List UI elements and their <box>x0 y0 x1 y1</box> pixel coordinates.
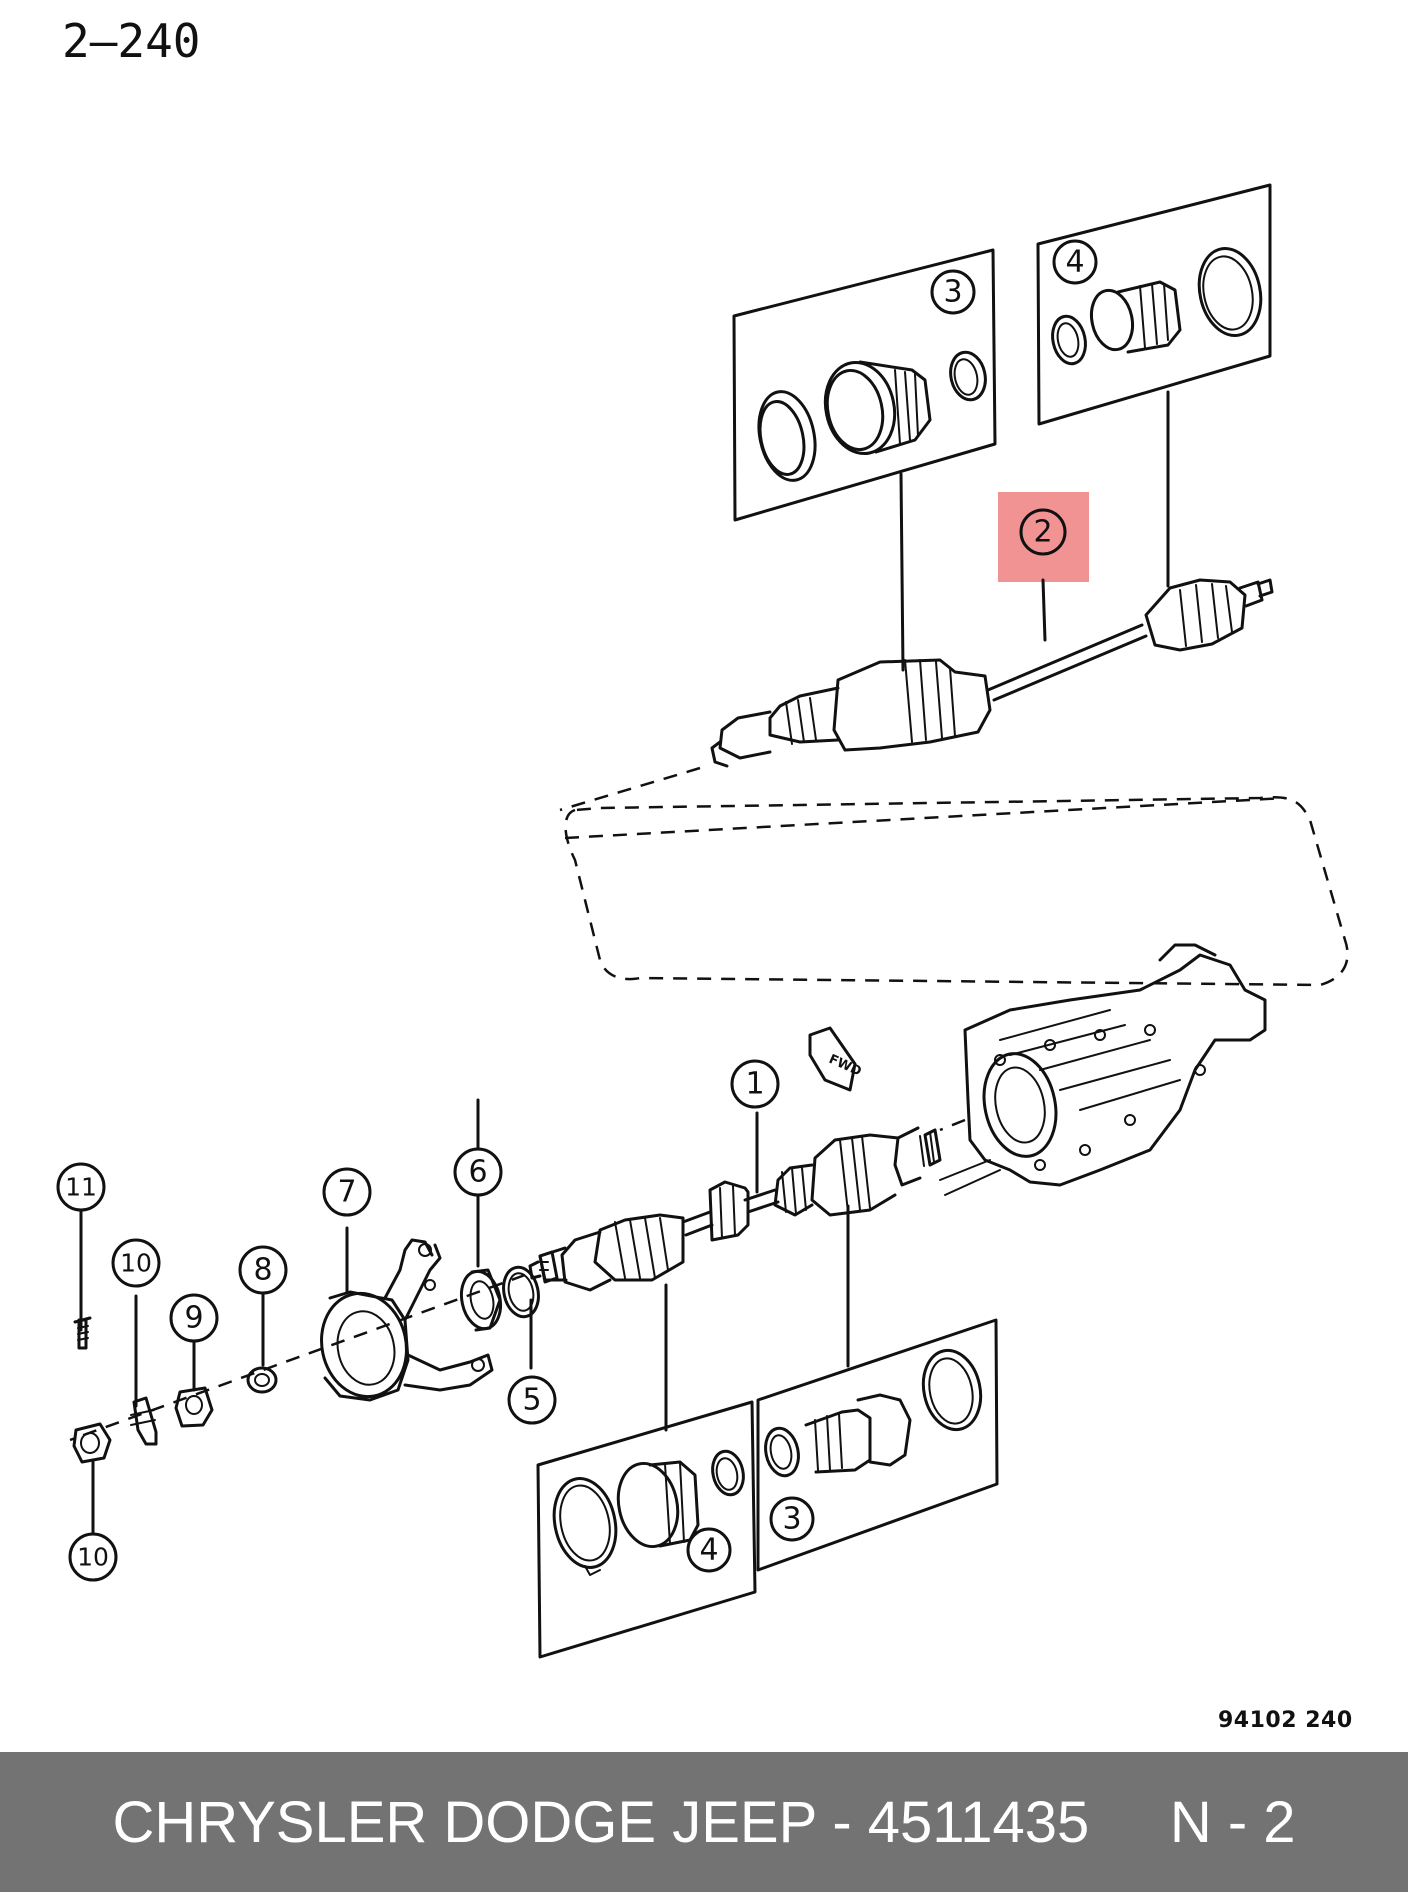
callout-10-upper-label: 10 <box>120 1249 152 1278</box>
callout-10-upper: 10 <box>111 1238 161 1288</box>
callout-8-label: 8 <box>253 1253 272 1288</box>
caption-bar: CHRYSLER DODGE JEEP - 4511435 N - 2 <box>0 1752 1408 1892</box>
callout-6: 6 <box>453 1147 503 1197</box>
highlight-box <box>998 492 1089 582</box>
callout-4-lower-label: 4 <box>699 1533 718 1568</box>
callout-5: 5 <box>507 1375 557 1425</box>
callout-7: 7 <box>322 1167 372 1217</box>
nut-9 <box>174 1386 214 1428</box>
callout-1-label: 1 <box>745 1067 764 1102</box>
kit-panel-3-lower <box>756 1318 999 1572</box>
callout-3-upper-label: 3 <box>943 275 962 310</box>
callout-10-lower-label: 10 <box>77 1543 109 1572</box>
bolt-11 <box>73 1316 92 1350</box>
callout-2: 2 <box>1019 508 1067 556</box>
callout-9-label: 9 <box>184 1301 203 1336</box>
caption-brand: CHRYSLER DODGE JEEP <box>112 1789 817 1855</box>
caption-text: CHRYSLER DODGE JEEP - 4511435 N - 2 <box>112 1789 1295 1856</box>
washer-8 <box>246 1366 278 1394</box>
callout-2-label: 2 <box>1033 515 1052 550</box>
callout-4-upper: 4 <box>1052 239 1098 285</box>
callout-3-lower: 3 <box>769 1496 815 1542</box>
callout-11-label: 11 <box>65 1173 97 1202</box>
caption-part-number: 4511435 <box>867 1789 1090 1855</box>
callout-6-label: 6 <box>468 1155 487 1190</box>
caption-separator: - <box>816 1789 868 1855</box>
callout-4-lower: 4 <box>686 1527 732 1573</box>
washer-6 <box>459 1268 503 1332</box>
fwd-label: FWD <box>826 1052 863 1080</box>
steering-knuckle-7 <box>320 1238 494 1402</box>
drawing-code: 94102 240 <box>1218 1708 1353 1733</box>
page-number: 2–240 <box>62 14 201 68</box>
cotter-retainer-10-upper <box>130 1396 158 1446</box>
driveshaft-exploded-diagram: FWD <box>56 183 1349 1659</box>
kit-panel-4-upper <box>1036 183 1272 426</box>
callout-8: 8 <box>238 1245 288 1295</box>
differential-housing <box>939 943 1267 1196</box>
driveshaft-assembly-upper <box>559 578 1274 812</box>
nut-10-lower <box>72 1422 112 1464</box>
callout-5-label: 5 <box>522 1383 541 1418</box>
callout-11: 11 <box>56 1162 106 1212</box>
kit-panel-3-upper <box>732 248 997 522</box>
callout-1: 1 <box>730 1059 780 1109</box>
fwd-direction-arrow: FWD <box>808 1026 864 1092</box>
driveshaft-assembly-lower <box>69 1118 966 1442</box>
caption-callout: N - 2 <box>1169 1789 1296 1855</box>
caption-gap <box>1089 1790 1170 1855</box>
callout-3-lower-label: 3 <box>782 1502 801 1537</box>
callout-4-upper-label: 4 <box>1065 245 1084 280</box>
callout-9: 9 <box>169 1293 219 1343</box>
washer-5 <box>502 1265 540 1319</box>
kit-panel-4-lower <box>536 1400 757 1659</box>
callout-7-label: 7 <box>337 1175 356 1210</box>
callout-3-upper: 3 <box>930 269 976 315</box>
callout-10-lower: 10 <box>68 1532 118 1582</box>
